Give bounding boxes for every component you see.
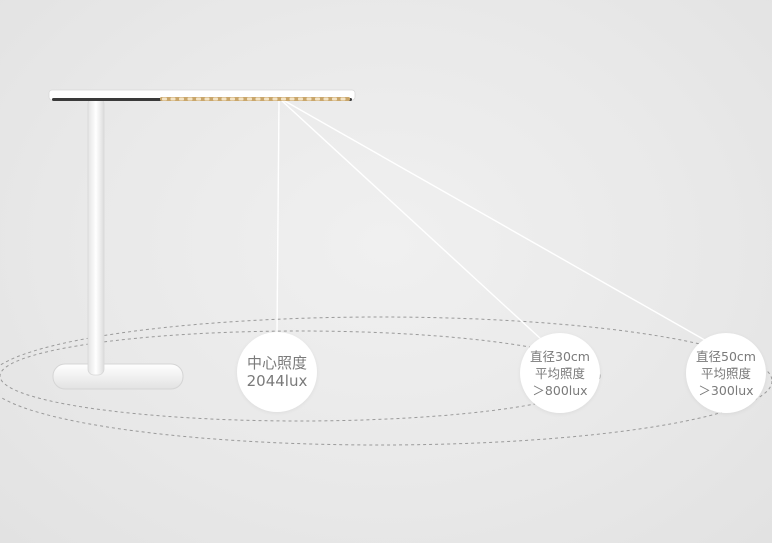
led-segment — [204, 97, 210, 101]
diameter-30cm-lux-value: ＞800lux — [532, 382, 588, 398]
light-ray-center — [276, 99, 280, 336]
outer-dashed-ring — [0, 316, 772, 446]
diameter-30cm-badge: 直径30cm 平均照度 ＞800lux — [520, 333, 600, 413]
led-segment — [187, 97, 193, 101]
led-segment — [213, 97, 218, 101]
led-segment — [230, 97, 235, 101]
lamp-pole — [87, 97, 105, 376]
led-segment — [340, 97, 346, 101]
led-segment — [179, 97, 184, 101]
average-illuminance-label: 平均照度 — [534, 365, 585, 381]
lamp-base — [52, 363, 184, 390]
diameter-30cm-label: 直径30cm — [530, 348, 590, 364]
diameter-50cm-label: 直径50cm — [696, 348, 756, 364]
diameter-50cm-lux-value: ＞300lux — [698, 382, 754, 398]
light-ray-50cm — [282, 99, 711, 344]
led-segment — [196, 97, 201, 101]
average-illuminance-label: 平均照度 — [700, 365, 751, 381]
light-ray-30cm — [280, 99, 543, 341]
diameter-50cm-badge: 直径50cm 平均照度 ＞300lux — [686, 333, 766, 413]
led-segment — [162, 97, 167, 101]
center-label: 中心照度 — [246, 354, 307, 372]
led-segment — [323, 97, 329, 101]
led-segment — [264, 97, 269, 101]
led-segment — [272, 97, 278, 101]
led-segment — [238, 97, 244, 101]
led-segment — [298, 97, 303, 101]
led-segment — [247, 97, 252, 101]
center-illuminance-badge: 中心照度 2044lux — [237, 332, 317, 412]
led-segment — [221, 97, 227, 101]
led-segment — [170, 97, 176, 101]
led-segment — [315, 97, 320, 101]
center-lux-value: 2044lux — [246, 372, 308, 390]
led-segment — [281, 97, 286, 101]
inner-dashed-ring — [0, 330, 601, 422]
led-segment — [306, 97, 312, 101]
led-dots — [162, 97, 346, 101]
led-segment — [332, 97, 337, 101]
led-segment — [289, 97, 295, 101]
led-segment — [255, 97, 261, 101]
